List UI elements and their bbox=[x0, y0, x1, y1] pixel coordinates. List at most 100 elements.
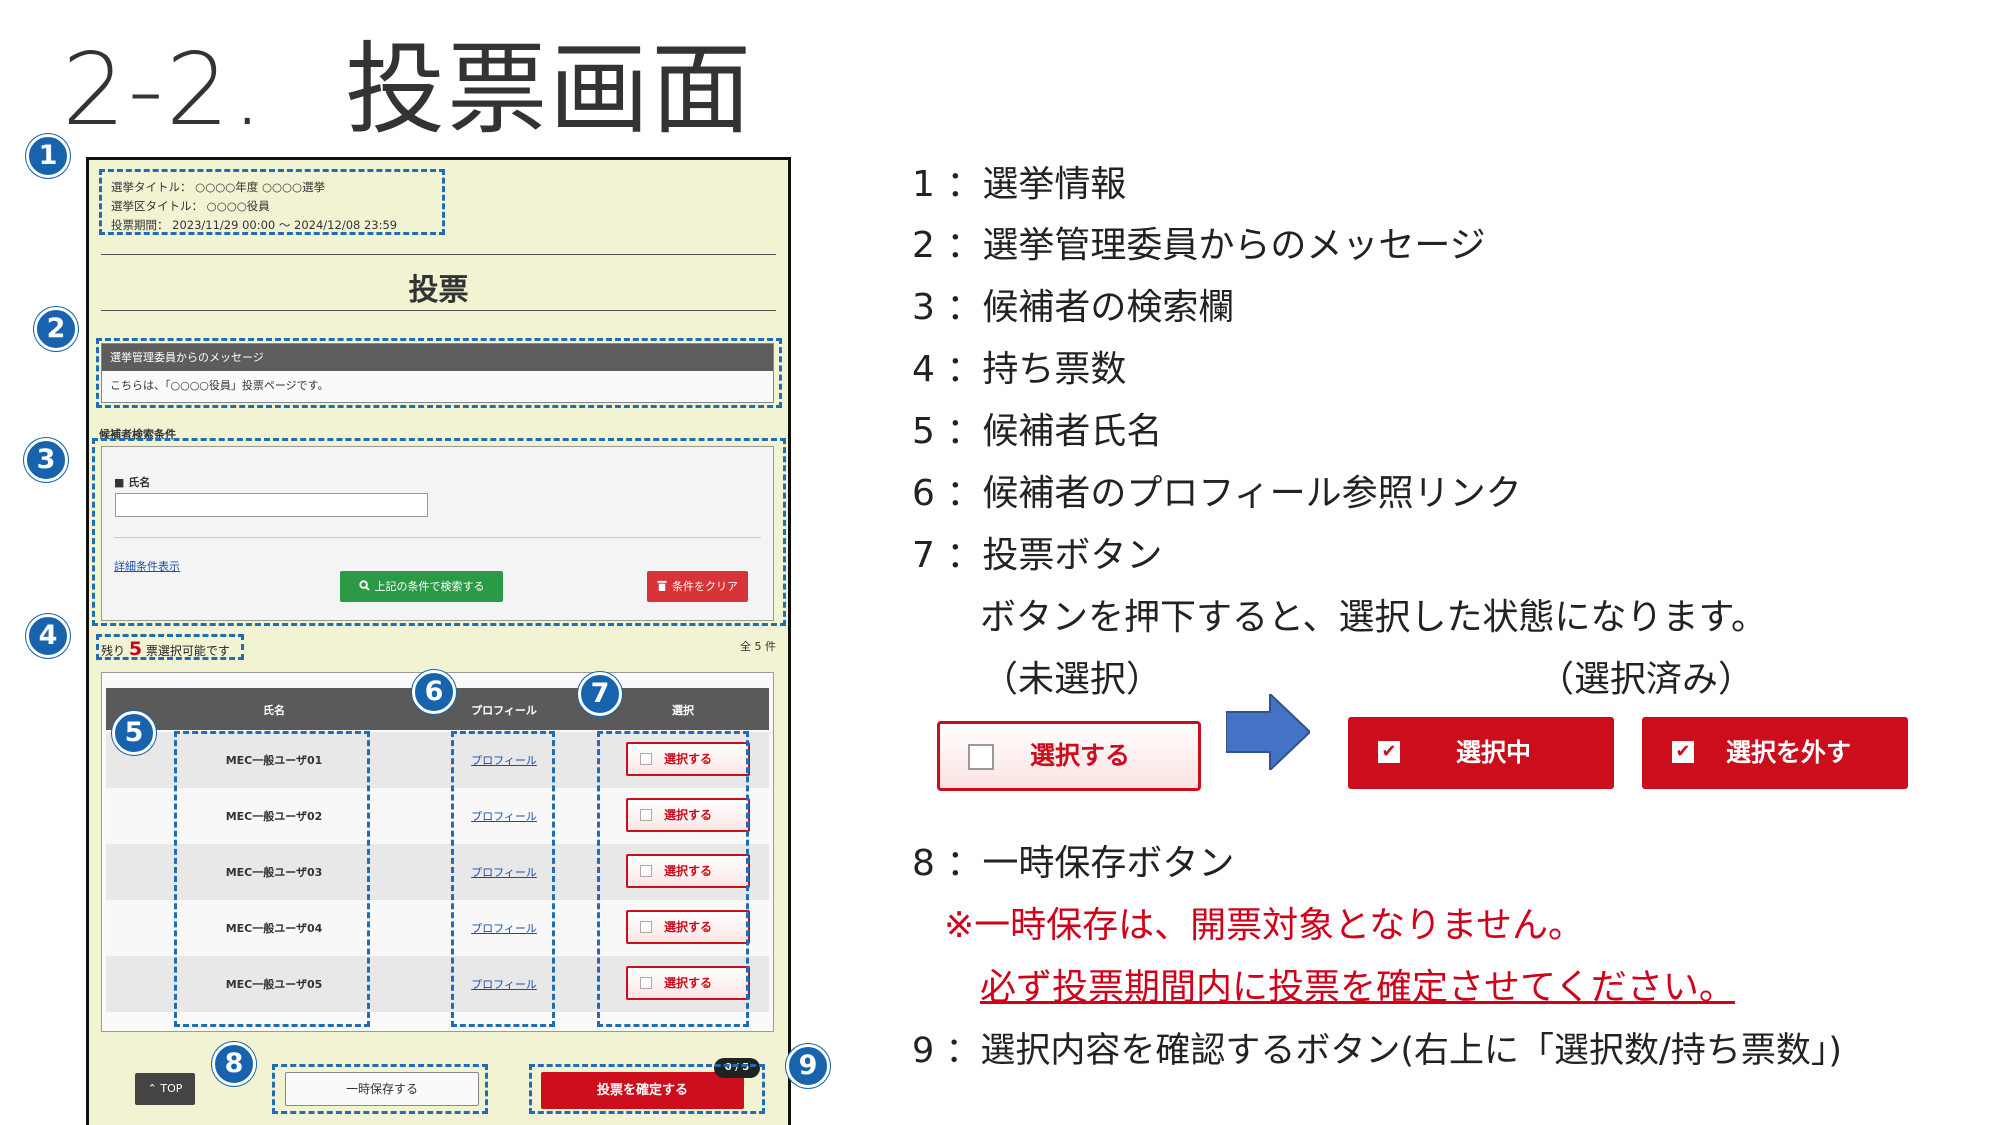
badge-9: 9 bbox=[786, 1044, 830, 1088]
highlight-remaining-votes bbox=[96, 634, 244, 660]
candidate-name: MEC一般ユーザ03 bbox=[225, 866, 323, 879]
legend-item-1: 1 ：選挙情報 bbox=[912, 164, 1127, 205]
legend-item-4: 4 ：持ち票数 bbox=[912, 349, 1127, 390]
table-row: MEC一般ユーザ03 プロフィール 選択する bbox=[106, 844, 769, 900]
highlight-candidate-names bbox=[174, 731, 370, 1027]
table-row: MEC一般ユーザ01 プロフィール 選択する bbox=[106, 732, 769, 788]
note-confirm-within-period: 必ず投票期間内に投票を確定させてください。 bbox=[980, 967, 1735, 1008]
caption-unselected: （未選択） bbox=[982, 659, 1163, 700]
table-row: MEC一般ユーザ02 プロフィール 選択する bbox=[106, 788, 769, 844]
highlight-search bbox=[92, 438, 786, 626]
confirm-vote-button[interactable]: 投票を確定する bbox=[541, 1072, 744, 1109]
legend-item-5: 5 ：候補者氏名 bbox=[912, 411, 1163, 452]
badge-3: 3 bbox=[24, 438, 68, 482]
note-temporary-save: ※一時保存は、開票対象となりません。 bbox=[944, 905, 1585, 946]
checkbox-icon bbox=[640, 865, 652, 877]
highlight-select-buttons bbox=[597, 731, 749, 1027]
badge-2: 2 bbox=[34, 307, 78, 351]
legend-item-8: 8 ：一時保存ボタン bbox=[912, 843, 1235, 884]
table-row: MEC一般ユーザ05 プロフィール 選択する bbox=[106, 956, 769, 1012]
caption-selected: （選択済み） bbox=[1538, 659, 1755, 700]
district-title: 選挙区タイトル： ○○○○役員 bbox=[111, 199, 270, 213]
badge-6: 6 bbox=[412, 670, 456, 714]
badge-7: 7 bbox=[578, 672, 622, 716]
badge-4: 4 bbox=[26, 614, 70, 658]
page-heading: 投票 bbox=[408, 273, 469, 308]
select-button[interactable]: 選択する bbox=[626, 798, 750, 832]
profile-link[interactable]: プロフィール bbox=[471, 810, 537, 823]
checkmark-icon: ✔ bbox=[1378, 741, 1400, 763]
remaining-votes-count: 5 bbox=[128, 638, 143, 660]
checkmark-icon: ✔ bbox=[1672, 741, 1694, 763]
candidate-name: MEC一般ユーザ05 bbox=[225, 978, 323, 991]
badge-5: 5 bbox=[112, 711, 156, 755]
candidate-table: 氏名 プロフィール 選択 MEC一般ユーザ01 プロフィール 選択する MEC一… bbox=[101, 672, 774, 1032]
checkbox-icon bbox=[640, 921, 652, 933]
checkbox-icon bbox=[640, 809, 652, 821]
arrow-right-icon bbox=[1226, 694, 1310, 770]
badge-8: 8 bbox=[212, 1042, 256, 1086]
message-body: こちらは、「○○○○役員」投票ページです。 bbox=[110, 379, 329, 392]
search-button-label: 上記の条件で検索する bbox=[374, 580, 485, 593]
select-button[interactable]: 選択する bbox=[626, 966, 750, 1000]
divider bbox=[101, 310, 776, 311]
select-button[interactable]: 選択する bbox=[626, 854, 750, 888]
total-count: 全 5 件 bbox=[740, 640, 776, 653]
legend-item-7-desc: ボタンを押下すると、選択した状態になります。 bbox=[980, 597, 1767, 638]
slide-number: 2-2. bbox=[62, 31, 266, 148]
highlight-election-info bbox=[99, 169, 445, 235]
name-search-input[interactable] bbox=[115, 493, 428, 517]
demo-selected-button: ✔選択中 bbox=[1348, 717, 1614, 789]
divider bbox=[101, 254, 776, 255]
checkbox-icon bbox=[968, 744, 994, 770]
slide-title: 2-2.投票画面 bbox=[62, 40, 753, 140]
divider bbox=[114, 537, 761, 538]
temporary-save-button[interactable]: 一時保存する bbox=[285, 1072, 479, 1106]
top-button[interactable]: ⌃ TOP bbox=[135, 1073, 195, 1105]
message-box: 選挙管理委員からのメッセージ こちらは、「○○○○役員」投票ページです。 bbox=[101, 343, 774, 403]
legend-item-2: 2 ：選挙管理委員からのメッセージ bbox=[912, 225, 1486, 266]
clear-button[interactable]: 条件をクリア bbox=[647, 571, 748, 602]
legend-item-3: 3 ：候補者の検索欄 bbox=[912, 287, 1235, 328]
demo-deselect-button: ✔選択を外す bbox=[1642, 717, 1908, 789]
header-select: 選択 bbox=[672, 704, 694, 717]
select-button[interactable]: 選択する bbox=[626, 910, 750, 944]
election-info: 選挙タイトル： ○○○○年度 ○○○○選挙 選挙区タイトル： ○○○○役員 投票… bbox=[111, 178, 397, 235]
legend-item-9: 9 ：選択内容を確認するボタン(右上に「選択数/持ち票数」) bbox=[912, 1031, 1842, 1071]
selection-count-badge: 0 / 5 bbox=[714, 1058, 760, 1078]
remaining-votes: 残り 5 票選択可能です bbox=[101, 638, 230, 660]
header-profile: プロフィール bbox=[471, 704, 537, 717]
badge-1: 1 bbox=[26, 134, 70, 178]
name-label: ■ 氏名 bbox=[114, 476, 151, 489]
profile-link[interactable]: プロフィール bbox=[471, 754, 537, 767]
profile-link[interactable]: プロフィール bbox=[471, 866, 537, 879]
demo-unselected-button: 選択する bbox=[937, 721, 1201, 791]
legend-item-6: 6 ：候補者のプロフィール参照リンク bbox=[912, 473, 1522, 514]
trash-icon bbox=[657, 580, 667, 591]
double-chevron-up-icon: ⌃ bbox=[147, 1082, 157, 1095]
detail-conditions-link[interactable]: 詳細条件表示 bbox=[114, 560, 180, 573]
candidate-name: MEC一般ユーザ01 bbox=[225, 754, 323, 767]
highlight-save-button bbox=[272, 1064, 488, 1114]
profile-link[interactable]: プロフィール bbox=[471, 922, 537, 935]
clear-button-label: 条件をクリア bbox=[672, 580, 738, 593]
highlight-message bbox=[96, 338, 782, 408]
checkbox-icon bbox=[640, 753, 652, 765]
search-section-title: 候補者検索条件 bbox=[99, 428, 176, 441]
highlight-confirm-button bbox=[529, 1064, 765, 1114]
search-panel: ■ 氏名 詳細条件表示 上記の条件で検索する 条件をクリア bbox=[101, 446, 774, 621]
search-button[interactable]: 上記の条件で検索する bbox=[340, 571, 503, 602]
highlight-profile-links bbox=[451, 731, 555, 1027]
search-icon bbox=[358, 580, 370, 591]
candidate-name: MEC一般ユーザ04 bbox=[225, 922, 323, 935]
candidate-name: MEC一般ユーザ02 bbox=[225, 810, 323, 823]
legend-item-7: 7 ：投票ボタン bbox=[912, 535, 1163, 576]
voting-screen: 選挙タイトル： ○○○○年度 ○○○○選挙 選挙区タイトル： ○○○○役員 投票… bbox=[86, 157, 791, 1125]
checkbox-icon bbox=[640, 977, 652, 989]
select-button[interactable]: 選択する bbox=[626, 742, 750, 776]
slide-title-text: 投票画面 bbox=[345, 31, 754, 148]
message-header: 選挙管理委員からのメッセージ bbox=[102, 344, 773, 371]
election-title: 選挙タイトル： ○○○○年度 ○○○○選挙 bbox=[111, 180, 326, 194]
profile-link[interactable]: プロフィール bbox=[471, 978, 537, 991]
header-name: 氏名 bbox=[263, 704, 285, 717]
